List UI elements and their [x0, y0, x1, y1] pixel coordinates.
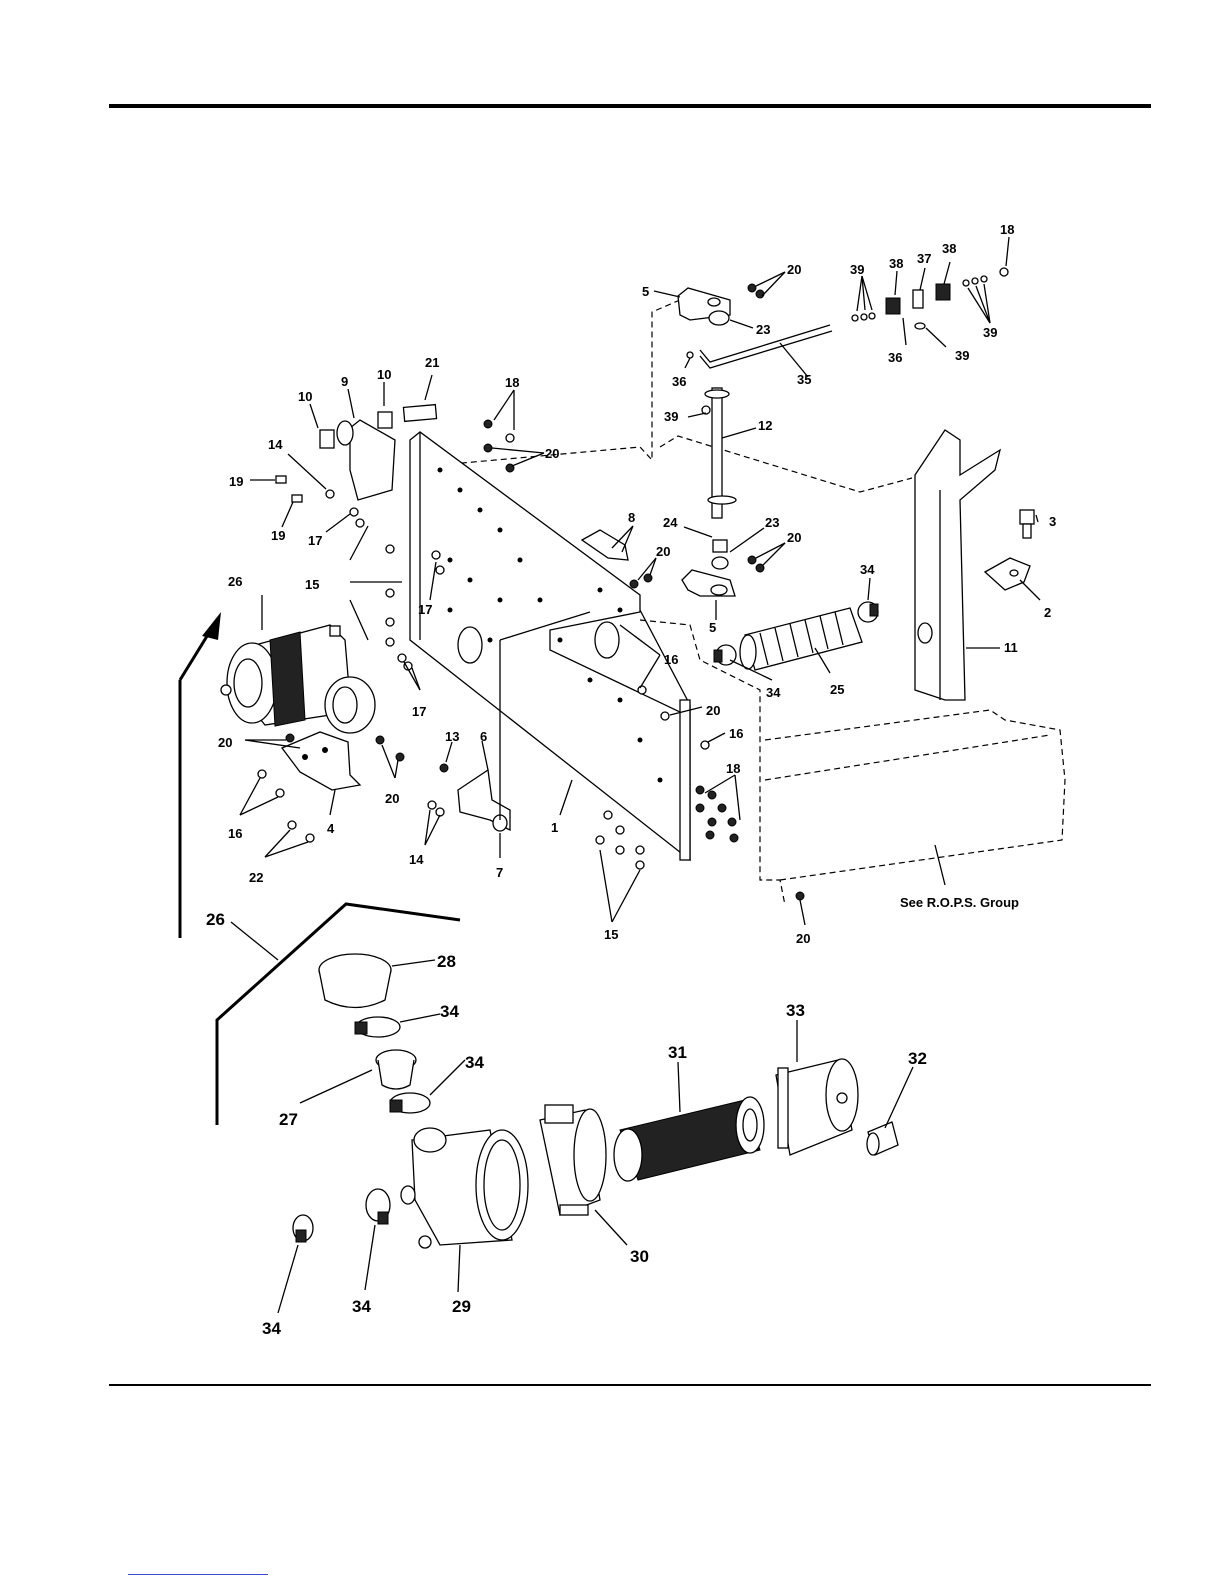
callout-39: 39	[983, 325, 997, 340]
callout-39: 39	[664, 409, 678, 424]
callout-15: 15	[305, 577, 319, 592]
callout-10: 10	[298, 389, 312, 404]
callout-20: 20	[706, 703, 720, 718]
callout-26: 26	[206, 910, 225, 929]
column-11	[915, 430, 1000, 700]
bracket-2	[985, 558, 1030, 590]
callout-39: 39	[850, 262, 864, 277]
bellows-25	[740, 608, 862, 670]
callout-20: 20	[787, 530, 801, 545]
fittings-37-38	[852, 268, 1008, 329]
cap-28	[319, 954, 391, 1008]
callout-31: 31	[668, 1043, 687, 1062]
callout-20: 20	[787, 262, 801, 277]
callout-8: 8	[628, 510, 635, 525]
callout-4: 4	[327, 821, 335, 836]
callout-36: 36	[888, 350, 902, 365]
rops-reference-note: See R.O.P.S. Group	[900, 895, 1019, 910]
callout-23: 23	[765, 515, 779, 530]
callout-17: 17	[418, 602, 432, 617]
callout-34: 34	[465, 1053, 484, 1072]
assembly-boundary-top	[440, 300, 680, 465]
callout-35: 35	[797, 372, 811, 387]
callout-28: 28	[437, 952, 456, 971]
callout-12: 12	[758, 418, 772, 433]
clamp-34d	[293, 1215, 313, 1242]
element-31	[614, 1097, 764, 1181]
callout-20: 20	[796, 931, 810, 946]
callout-16: 16	[664, 652, 678, 667]
assembly-boundary-rear	[660, 436, 912, 492]
callout-32: 32	[908, 1049, 927, 1068]
callout-7: 7	[496, 865, 503, 880]
callout-15: 15	[604, 927, 618, 942]
callout-38: 38	[942, 241, 956, 256]
callout-24: 24	[663, 515, 678, 530]
callout-23: 23	[756, 322, 770, 337]
callout-5: 5	[642, 284, 649, 299]
callout-37: 37	[917, 251, 931, 266]
callout-25: 25	[830, 682, 844, 697]
air-cleaner-assembly	[221, 625, 375, 733]
callout-18: 18	[505, 375, 519, 390]
callout-17: 17	[412, 704, 426, 719]
callout-3: 3	[1049, 514, 1056, 529]
callout-27: 27	[279, 1110, 298, 1129]
callout-21: 21	[425, 355, 439, 370]
clamp-34c	[366, 1189, 390, 1224]
clamp-34b	[390, 1093, 430, 1113]
cup-30	[540, 1105, 606, 1215]
rops-edge	[765, 735, 1050, 780]
callout-26: 26	[228, 574, 242, 589]
callout-19: 19	[271, 528, 285, 543]
callout-20: 20	[656, 544, 670, 559]
callout-14: 14	[409, 852, 424, 867]
callout-17: 17	[308, 533, 322, 548]
callout-16: 16	[228, 826, 242, 841]
callout-16: 16	[729, 726, 743, 741]
callout-20: 20	[545, 446, 559, 461]
bracket-8	[582, 530, 628, 560]
callout-29: 29	[452, 1297, 471, 1316]
bracket-4	[282, 732, 360, 790]
callout-34: 34	[766, 685, 781, 700]
callout-38: 38	[889, 256, 903, 271]
callout-1: 1	[551, 820, 558, 835]
rops-outline	[765, 710, 1065, 880]
adapter-27	[376, 1050, 416, 1089]
callout-18: 18	[1000, 222, 1014, 237]
callout-34: 34	[262, 1319, 281, 1338]
callout-34: 34	[860, 562, 875, 577]
part-3-fitting	[1020, 510, 1034, 538]
housing-29	[401, 1128, 528, 1248]
callout-6: 6	[480, 729, 487, 744]
callout-20: 20	[385, 791, 399, 806]
callout-13: 13	[445, 729, 459, 744]
callout-9: 9	[341, 374, 348, 389]
callout-33: 33	[786, 1001, 805, 1020]
cover-33	[776, 1059, 858, 1155]
callout-10: 10	[377, 367, 391, 382]
wing-nut-32	[867, 1122, 898, 1155]
callout-14: 14	[268, 437, 283, 452]
callout-18: 18	[726, 761, 740, 776]
bracket-5-lower	[682, 540, 735, 596]
clamp-34a	[355, 1017, 400, 1037]
callout-2: 2	[1044, 605, 1051, 620]
callout-34: 34	[440, 1002, 459, 1021]
callout-19: 19	[229, 474, 243, 489]
callout-22: 22	[249, 870, 263, 885]
callout-11: 11	[1004, 640, 1018, 655]
callout-5: 5	[709, 620, 716, 635]
clamp-34-right	[858, 602, 878, 622]
callout-34: 34	[352, 1297, 371, 1316]
callout-36: 36	[672, 374, 686, 389]
callout-39: 39	[955, 348, 969, 363]
callout-20: 20	[218, 735, 232, 750]
callout-30: 30	[630, 1247, 649, 1266]
